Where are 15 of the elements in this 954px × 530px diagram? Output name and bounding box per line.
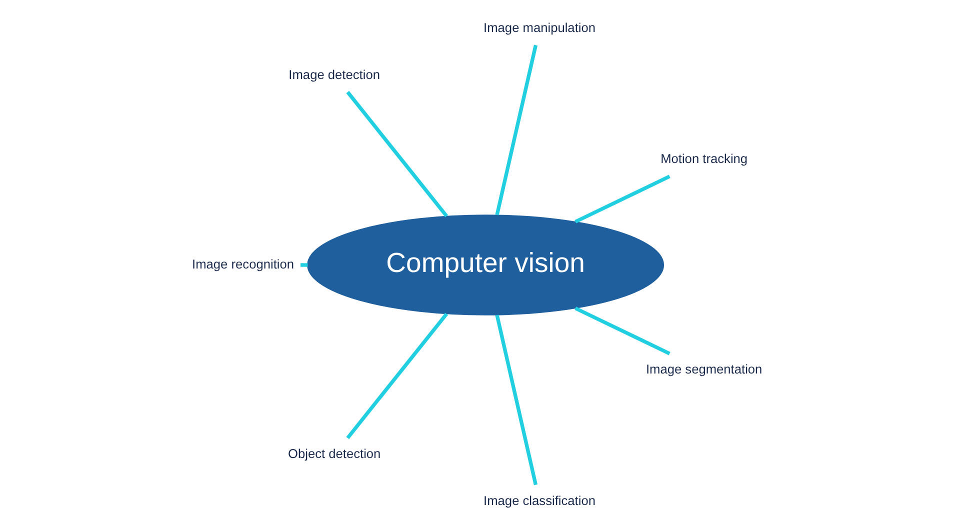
connector bbox=[346, 90, 448, 218]
node-text: Image segmentation bbox=[646, 362, 762, 377]
connector bbox=[346, 312, 448, 440]
connector bbox=[300, 263, 308, 267]
node-text: Object detection bbox=[288, 446, 381, 462]
connector bbox=[495, 44, 538, 216]
node-text: Image recognition bbox=[192, 256, 294, 272]
connector bbox=[495, 314, 538, 486]
connector bbox=[574, 306, 670, 356]
connector bbox=[574, 174, 670, 224]
node-text: Motion tracking bbox=[660, 151, 748, 166]
node-text: Image classification bbox=[484, 492, 596, 508]
node-text: Image manipulation bbox=[484, 20, 596, 35]
node-text: Image detection bbox=[288, 66, 380, 82]
node-ellipse: Computer vision bbox=[307, 214, 664, 316]
